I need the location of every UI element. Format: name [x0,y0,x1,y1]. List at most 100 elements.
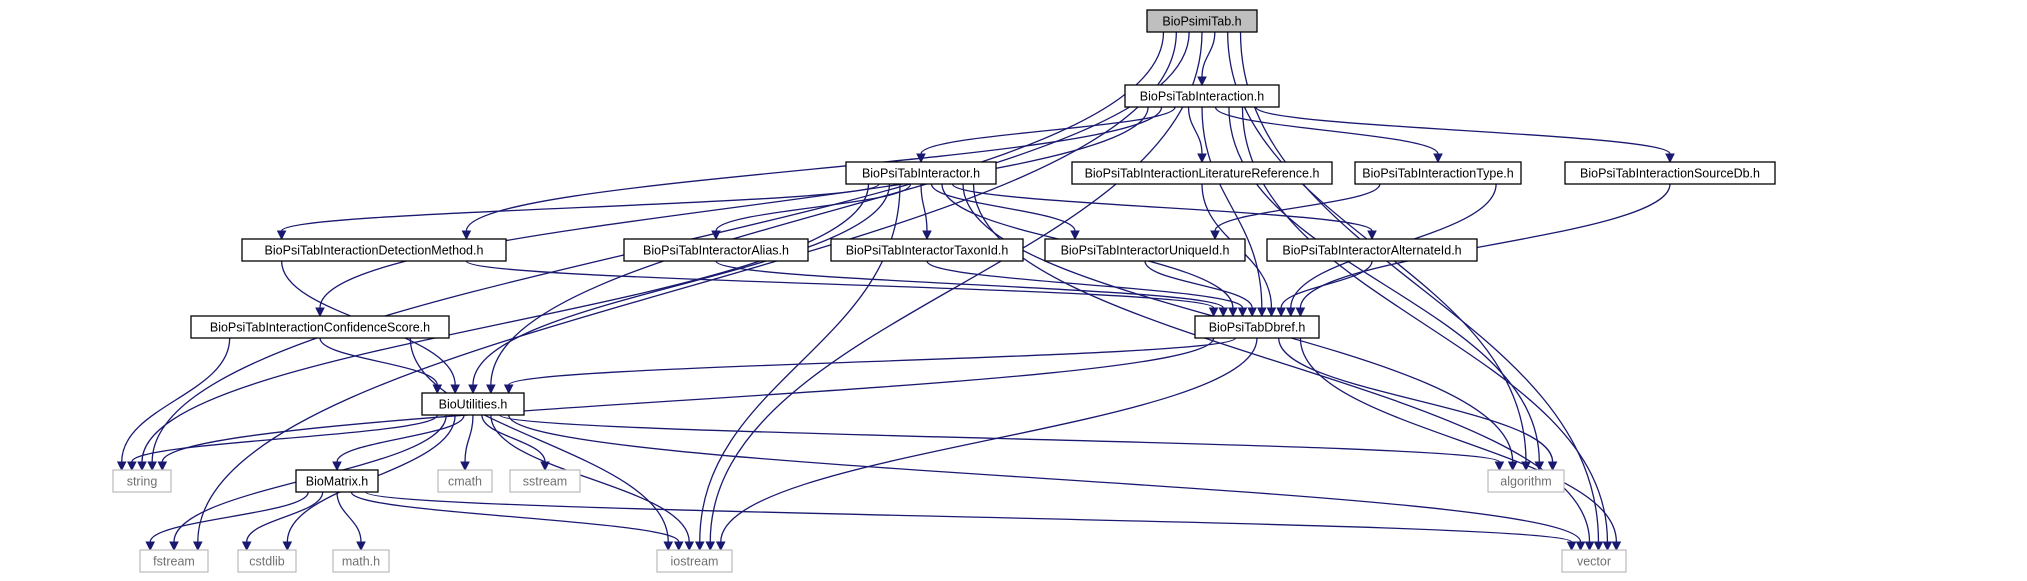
edge-line [280,183,880,232]
arrowhead-icon [1494,461,1505,472]
edge-line [481,414,546,463]
arrowhead-icon [1257,307,1267,318]
edge-line [465,106,1163,232]
node-label: BioPsimiTab.h [1162,15,1241,29]
node-box [845,161,997,185]
arrowhead-icon [1602,541,1613,552]
node-uniqueid[interactable]: BioPsiTabInteractorUniqueId.h [1044,238,1246,262]
arrowhead-icon [1547,461,1558,472]
node-box [1561,549,1627,573]
edge-utilities-to-string [127,414,438,472]
edge-line [930,183,1076,232]
node-iostream: iostream [656,549,733,573]
arrowhead-icon [282,541,293,552]
node-box [1564,161,1776,185]
edge-line [131,414,438,463]
node-alias[interactable]: BioPsiTabInteractorAlias.h [623,238,809,262]
node-sstream: sstream [509,469,581,493]
arrowhead-icon [450,384,460,395]
edge-interaction-to-litref [1187,106,1207,164]
edge-utilities-to-algorithm [499,414,1505,472]
node-confidence[interactable]: BioPsiTabInteractionConfidenceScore.h [190,315,450,339]
node-utilities[interactable]: BioUtilities.h [421,392,525,416]
node-litref[interactable]: BioPsiTabInteractionLiteratureReference.… [1071,161,1333,185]
arrowhead-icon [241,541,252,552]
node-sourcedb[interactable]: BioPsiTabInteractionSourceDb.h [1564,161,1776,185]
edge-itype-to-uniqueid [1210,183,1381,241]
edge-interactor-to-detection [276,183,880,241]
node-box [1044,238,1246,262]
edge-line [336,414,465,463]
node-root[interactable]: BioPsimiTab.h [1146,9,1258,33]
arrowhead-icon [1210,230,1220,241]
edge-line [161,337,1215,463]
edge-line [508,414,1582,543]
node-matrix[interactable]: BioMatrix.h [295,469,379,493]
node-box [332,549,390,573]
edge-interactor-to-alias [711,183,912,241]
node-box [421,392,525,416]
node-algorithm: algorithm [1487,469,1565,493]
node-label: cstdlib [249,555,284,569]
node-interactor[interactable]: BioPsiTabInteractor.h [845,161,997,185]
edge-confidence-to-string [116,337,231,472]
arrowhead-icon [705,541,716,552]
edge-uniqueid-to-dbref [1144,260,1257,318]
edge-line [336,491,362,543]
edge-line [1214,106,1439,155]
node-vector: vector [1561,549,1627,573]
node-cmath: cmath [437,469,493,493]
edge-line [409,337,669,543]
arrowhead-icon [461,230,472,241]
edge-detection-to-dbref [465,260,1219,318]
node-box [1266,238,1478,262]
arrowhead-icon [922,230,932,241]
node-taxon[interactable]: BioPsiTabInteractorTaxonId.h [830,238,1024,262]
edge-alias-to-dbref [715,260,1229,318]
arrowhead-icon [1566,541,1577,552]
arrowhead-icon [137,461,147,472]
node-altid[interactable]: BioPsiTabInteractorAlternateId.h [1266,238,1478,262]
edge-line [720,337,1258,543]
arrowhead-icon [711,230,721,241]
edge-line [920,183,928,232]
node-label: cmath [448,475,482,489]
arrowhead-icon [157,461,168,472]
arrowhead-icon [1507,461,1518,472]
node-string: string [112,469,172,493]
node-box [437,469,493,493]
edge-matrix-to-vector [365,491,1577,552]
node-itype[interactable]: BioPsiTabInteractionType.h [1354,161,1522,185]
edge-line [197,31,1177,543]
node-box [830,238,1024,262]
edge-line [1278,337,1554,463]
node-dbref[interactable]: BioPsiTabDbref.h [1194,315,1320,339]
node-box [1124,84,1280,108]
node-mathh: math.h [332,549,390,573]
edge-root-to-fstream [192,31,1177,552]
node-label: BioPsiTabInteractionLiteratureReference.… [1085,167,1320,181]
edge-matrix-to-mathh [336,491,366,552]
node-detection[interactable]: BioPsiTabInteractionDetectionMethod.h [241,238,507,262]
node-interaction[interactable]: BioPsiTabInteraction.h [1124,84,1280,108]
node-box [241,238,507,262]
edge-dbref-to-iostream [715,337,1258,552]
arrowhead-icon [1247,307,1257,318]
arrowhead-icon [147,461,157,472]
edge-line [350,491,680,543]
edge-line [699,183,901,543]
arrowhead-icon [1285,307,1296,318]
edge-interaction-to-detection [461,106,1163,241]
edge-matrix-to-fstream [145,491,309,552]
arrowhead-icon [1197,153,1207,164]
arrowhead-icon [460,461,470,472]
node-box [1487,469,1565,493]
edge-interactor-to-string [137,183,870,472]
edge-line [920,106,1176,155]
arrowhead-icon [1208,307,1219,318]
arrowhead-icon [315,307,325,318]
arrowhead-icon [1611,541,1622,552]
node-cstdlib: cstdlib [237,549,297,573]
node-label: sstream [523,475,567,489]
node-box [656,549,733,573]
